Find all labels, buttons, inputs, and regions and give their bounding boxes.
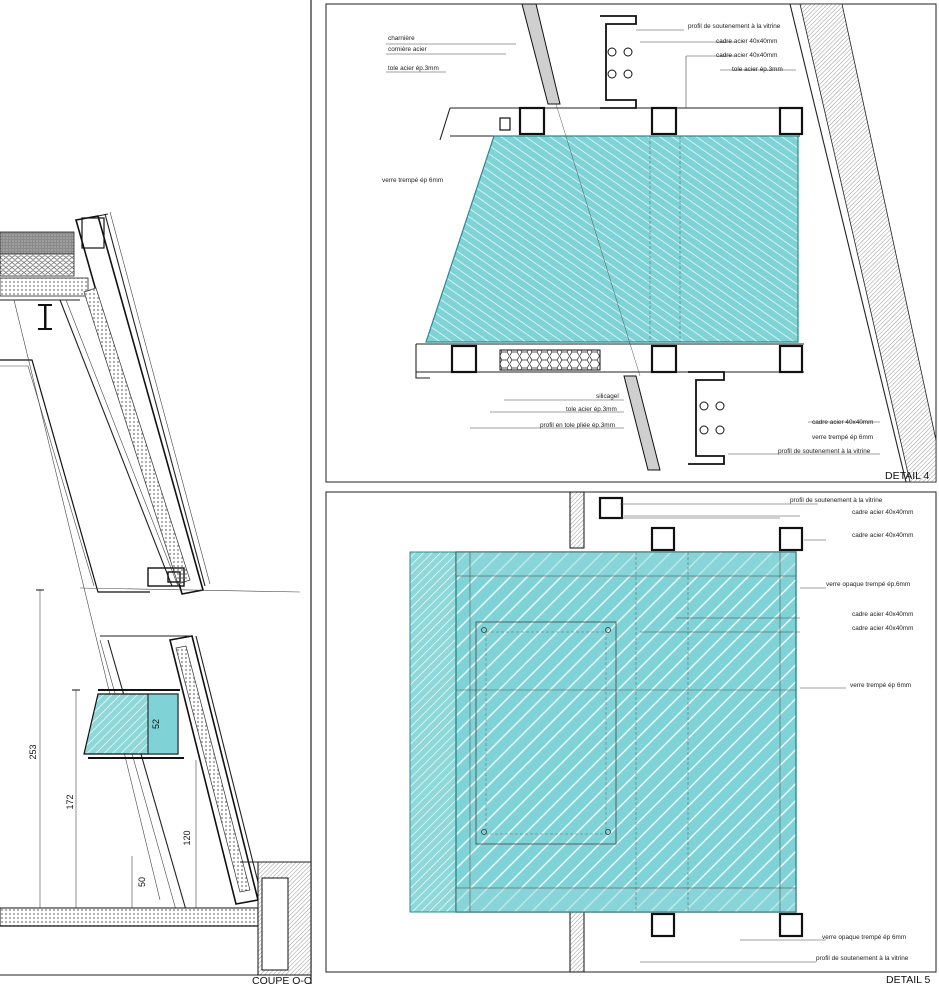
d5-label-verre-opaque-bottom: verre opaque trempé ép 6mm: [822, 934, 906, 941]
d5-label-cadre-3: cadre acier 40x40mm: [852, 611, 913, 618]
lower-inclined-wall: [99, 635, 263, 911]
d5-frame-top-2: [650, 526, 676, 552]
d5-inner-frame: [475, 621, 617, 845]
label-silicagel: silicagel: [596, 393, 619, 400]
label-profil-plie: profil en tole pliée ép.3mm: [540, 422, 615, 429]
coupe-title: COUPE O-O: [252, 975, 312, 984]
roof-soil-layer: [0, 231, 75, 255]
niche-outline: [0, 299, 301, 901]
bottom-support-profile: [688, 371, 725, 465]
d5-label-verre-opaque-top: verre opaque trempé ép.6mm: [826, 581, 910, 588]
d5-glass-pane: [455, 551, 797, 913]
d5-label-cadre-1: cadre acier 40x40mm: [852, 509, 913, 516]
label-charniere: charnière: [388, 35, 415, 42]
top-support-profile: [600, 15, 637, 109]
d5-frame-bottom-2: [778, 912, 804, 938]
d5-side-glass: [409, 551, 457, 913]
label-verre-bottom: verre trempé ép 6mm: [812, 434, 873, 441]
silicagel-box: [499, 349, 601, 371]
label-corniere: cornière acier: [388, 46, 428, 53]
detail5-title: DETAIL 5: [886, 974, 931, 984]
roof-gravel-layer: [0, 253, 75, 277]
d5-frame-top-3: [778, 526, 804, 552]
detail4-title: DETAIL 4: [885, 470, 930, 482]
d5-frame-bottom-1: [650, 912, 676, 938]
dim-120: 120: [182, 830, 192, 845]
detail-4: charnière cornière acier tole acier ép.3…: [325, 3, 937, 483]
label-tole-top: tole acier ép.3mm: [388, 65, 439, 72]
top-wall-stub: [569, 491, 585, 549]
label-profil-bottom: profil de soutenement à la vitrine: [778, 448, 871, 455]
section-glass-vitrine: 52: [83, 689, 184, 759]
steel-i-beam: [38, 304, 52, 330]
label-cadre-2: cadre acier 40x40mm: [716, 52, 777, 59]
d5-label-cadre-2: cadre acier 40x40mm: [852, 532, 913, 539]
roof-insulation-layer: [0, 277, 89, 297]
detail4-leaders: [386, 29, 880, 455]
d5-frame-top-1: [598, 496, 624, 520]
label-cadre-bottom: cadre acier 40x40mm: [812, 419, 873, 426]
dim-50: 50: [137, 877, 147, 887]
label-verre: verre trempé ép 6mm: [382, 177, 443, 184]
detail-5: profil de soutenement à la vitrine cadre…: [325, 491, 937, 984]
coupe-section: 52 253 172 120 50 COUPE O-O: [0, 0, 312, 984]
d5-label-profil-bottom: profil de soutenement à la vitrine: [816, 955, 909, 962]
upper-inclined-plate: [521, 3, 561, 105]
dim-253: 253: [28, 744, 38, 759]
dim-172: 172: [65, 794, 75, 809]
floor-slab: [0, 861, 312, 976]
dim-52: 52: [151, 719, 161, 729]
top-frame-rail: [439, 106, 804, 141]
bottom-frame-rail: [415, 343, 804, 379]
detail5-leaders: [620, 503, 846, 963]
bottom-wall-stub: [569, 911, 585, 973]
detail4-glass-pane: [425, 135, 799, 343]
label-profil-top: profil de soutenement à la vitrine: [688, 23, 781, 30]
exterior-wall-hatch: [799, 3, 937, 483]
label-tole-bottom: tole acier ép.3mm: [566, 406, 617, 413]
inclined-wall: [59, 211, 211, 595]
d5-label-verre: verre trempé ép 6mm: [850, 682, 911, 689]
lower-inclined-plate: [623, 375, 661, 471]
label-cadre-1: cadre acier 40x40mm: [716, 38, 777, 45]
dimension-lines: [36, 589, 197, 908]
label-tole-right: tole acier ép.3mm: [732, 66, 783, 73]
d5-label-profil-top: profil de soutenement à la vitrine: [790, 497, 883, 504]
d5-label-cadre-4: cadre acier 40x40mm: [852, 625, 913, 632]
